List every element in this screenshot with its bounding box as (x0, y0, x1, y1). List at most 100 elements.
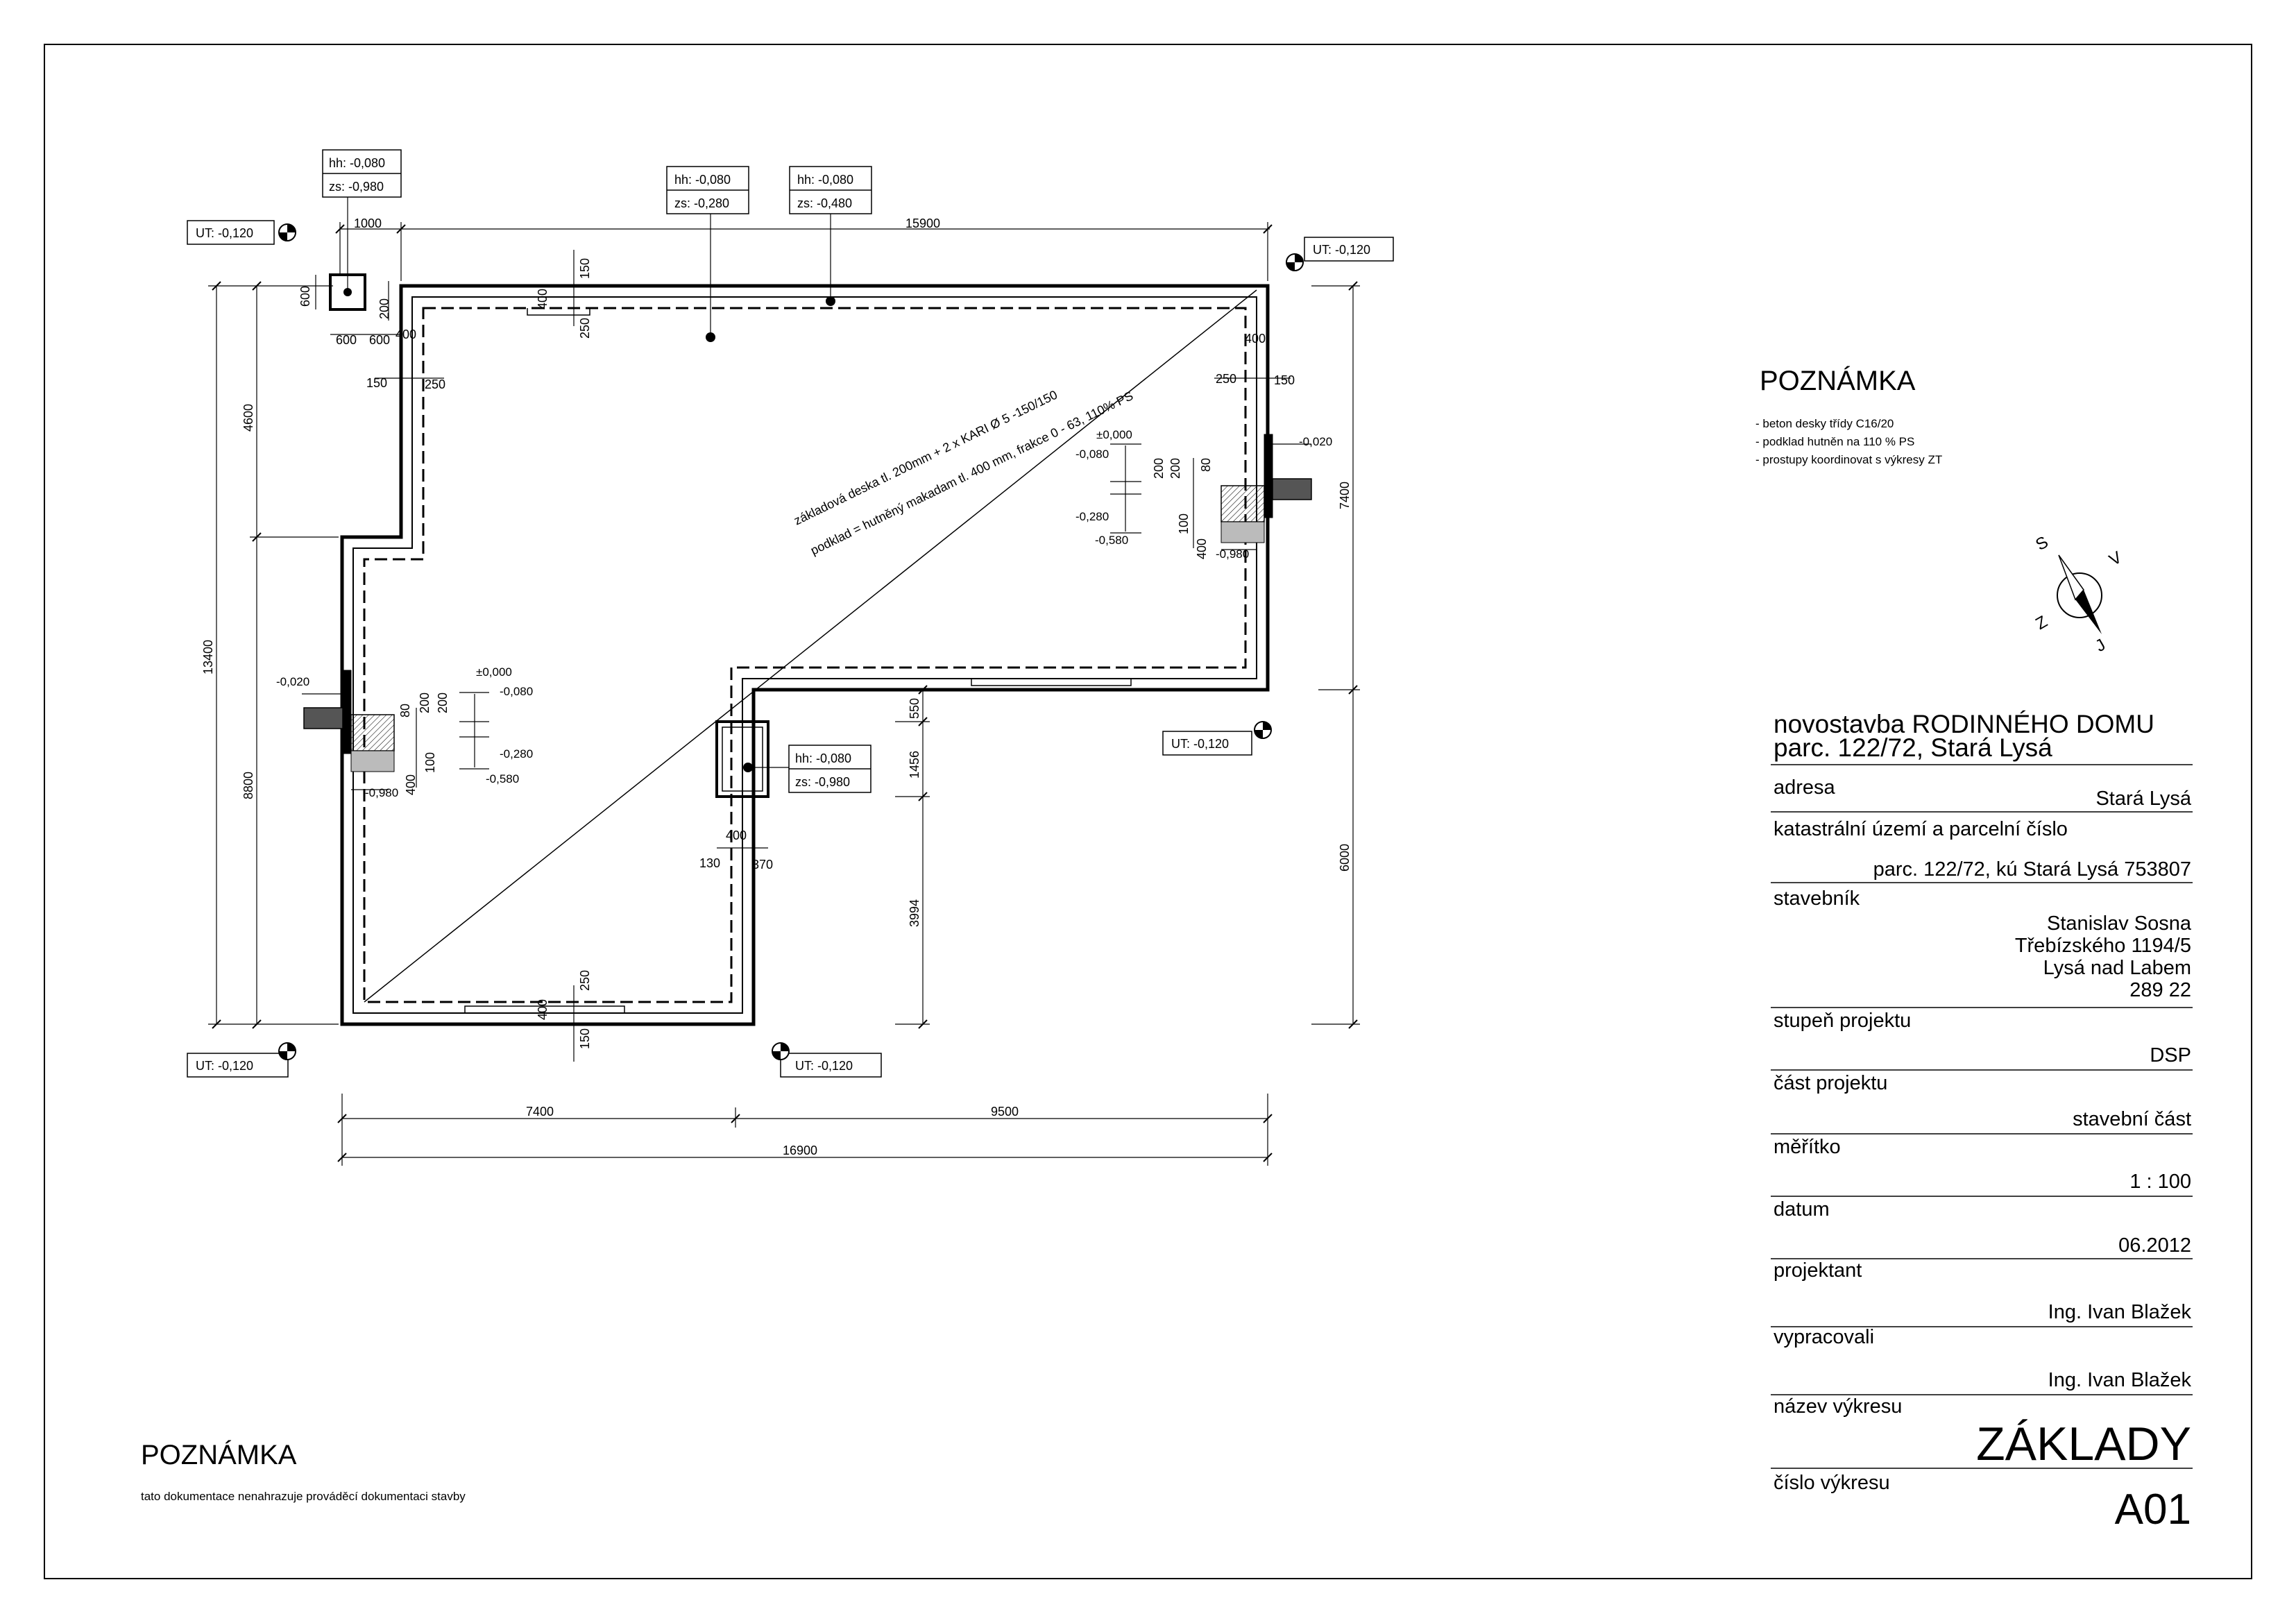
dim-200-vert: 200 (377, 298, 391, 319)
drawn-value: Ing. Ivan Blažek (2048, 1369, 2192, 1391)
project-line-2: parc. 122/72, Stará Lysá (1774, 733, 2052, 762)
note-right-line-1: - beton desky třídy C16/20 (1755, 417, 1894, 430)
level-left-0980: -0,980 (365, 786, 398, 799)
project-line-1: novostavba RODINNÉHO DOMU (1774, 710, 2154, 738)
dim-150-left: 150 (366, 376, 387, 390)
dim-130-col: 130 (699, 856, 720, 870)
note-left: POZNÁMKA tato dokumentace nenahrazuje pr… (141, 1439, 466, 1503)
dim-detail-right-200b: 200 (1168, 458, 1182, 479)
dim-370-col: 370 (752, 858, 773, 872)
title-block-rules (1771, 764, 2193, 1469)
cadastre-label: katastrální území a parcelní číslo (1774, 818, 2068, 840)
sheet-border (44, 44, 2252, 1579)
dim-400-top: 400 (536, 289, 550, 309)
dim-150-bottom: 150 (578, 1028, 592, 1049)
slab-diagonal-line (364, 289, 1257, 1003)
foundation-plan: základová deska tl. 200mm + 2 x KARI Ø 5… (187, 149, 1394, 1166)
drawing-name-value: ZÁKLADY (1976, 1418, 2191, 1470)
designer-label: projektant (1774, 1259, 1862, 1282)
dim-400-col: 400 (726, 829, 747, 842)
address-value: Stará Lysá (2095, 788, 2191, 810)
zs-label-1: zs: -0,980 (329, 180, 384, 194)
note-right: POZNÁMKA - beton desky třídy C16/20 - po… (1755, 365, 1942, 466)
level-right-0280: -0,280 (1075, 510, 1109, 523)
client-label: stavebník (1774, 887, 1860, 910)
dim-detail-left-100: 100 (423, 752, 437, 773)
note-left-title: POZNÁMKA (141, 1439, 297, 1470)
dimension-ticks (212, 224, 1358, 1162)
level-left-0020: -0,020 (276, 675, 309, 688)
dim-250-bottom: 250 (578, 970, 592, 991)
drawn-label: vypracovali (1774, 1326, 1874, 1348)
designer-value: Ing. Ivan Blažek (2048, 1301, 2192, 1323)
section-detail-right (1110, 434, 1312, 550)
client-line-4: 289 22 (2129, 979, 2191, 1001)
stage-value: DSP (2150, 1044, 2191, 1067)
note-right-line-3: - prostupy koordinovat s výkresy ZT (1755, 453, 1942, 466)
note-right-title: POZNÁMKA (1760, 365, 1916, 396)
dim-600-vert: 600 (298, 286, 312, 307)
dim-detail-left-200a: 200 (418, 692, 432, 713)
dim-400-right: 400 (1245, 332, 1266, 346)
dim-150-right: 150 (1274, 373, 1295, 387)
scale-label: měřítko (1774, 1136, 1841, 1158)
dim-detail-left-200b: 200 (436, 692, 450, 713)
dim-left-top: 4600 (241, 404, 255, 432)
slab-edge-dashed (363, 307, 1247, 1003)
stage-label: stupeň projektu (1774, 1010, 1911, 1032)
drawing-no-label: číslo výkresu (1774, 1472, 1890, 1494)
slab-note-2: podklad = hutněný makadam tl. 400 mm, fr… (808, 389, 1135, 557)
dim-bottom-left: 7400 (526, 1105, 554, 1119)
level-right-0000: ±0,000 (1096, 428, 1132, 441)
level-right-0980: -0,980 (1216, 547, 1249, 561)
foundation-outer-outline (340, 284, 1270, 1026)
zs-label-3: zs: -0,480 (797, 196, 852, 210)
dim-right-top: 7400 (1338, 482, 1352, 509)
hh-label-2: hh: -0,080 (674, 173, 731, 187)
dim-detail-left-80: 80 (398, 704, 412, 717)
dim-right-bottom: 6000 (1338, 844, 1352, 872)
cadastre-value: parc. 122/72, kú Stará Lysá 753807 (1873, 858, 2191, 881)
north-arrow-compass: S V Z J (2032, 533, 2125, 656)
level-right-0580: -0,580 (1095, 534, 1128, 547)
foundation-inner-outline (352, 296, 1257, 1014)
compass-s: S (2032, 533, 2051, 554)
part-value: stavební část (2073, 1108, 2191, 1130)
height-boxes (187, 149, 1394, 1078)
dim-bottom-total: 16900 (783, 1144, 817, 1157)
part-label: část projektu (1774, 1072, 1887, 1094)
dim-detail-right-200a: 200 (1152, 458, 1166, 479)
client-line-2: Třebízského 1194/5 (2015, 935, 2191, 957)
ut-label-1: UT: -0,120 (196, 226, 253, 240)
level-markers (278, 223, 1304, 1060)
column-footing-inner (722, 726, 763, 792)
scale-value: 1 : 100 (2129, 1171, 2191, 1193)
ut-label-3: UT: -0,120 (1171, 737, 1229, 751)
dim-detail-left-400: 400 (404, 774, 418, 795)
zs-label-4: zs: -0,980 (795, 775, 850, 789)
dim-250-top: 250 (578, 318, 592, 339)
address-label: adresa (1774, 776, 1836, 799)
hh-label-1: hh: -0,080 (329, 156, 385, 170)
level-left-0280: -0,280 (500, 747, 533, 760)
hh-label-3: hh: -0,080 (797, 173, 853, 187)
date-label: datum (1774, 1198, 1830, 1221)
level-left-0080: -0,080 (500, 685, 533, 698)
dim-inner-3994: 3994 (908, 899, 921, 927)
slab-note-1: základová deska tl. 200mm + 2 x KARI Ø 5… (792, 388, 1060, 528)
dim-150-top: 150 (578, 258, 592, 279)
level-left-0580: -0,580 (486, 772, 519, 785)
recess-bottom-1 (464, 1005, 625, 1013)
compass-z: Z (2032, 612, 2050, 634)
dim-250-left: 250 (425, 377, 445, 391)
dim-top-main: 15900 (905, 216, 940, 230)
recess-bottom-2 (971, 679, 1132, 686)
dim-inner-1456: 1456 (908, 751, 921, 779)
section-detail-left (302, 670, 489, 790)
compass-v: V (2106, 548, 2125, 570)
date-value: 06.2012 (2118, 1234, 2191, 1257)
level-right-0080: -0,080 (1075, 448, 1109, 461)
title-block: novostavba RODINNÉHO DOMU parc. 122/72, … (1771, 710, 2193, 1533)
compass-j: J (2092, 636, 2109, 656)
